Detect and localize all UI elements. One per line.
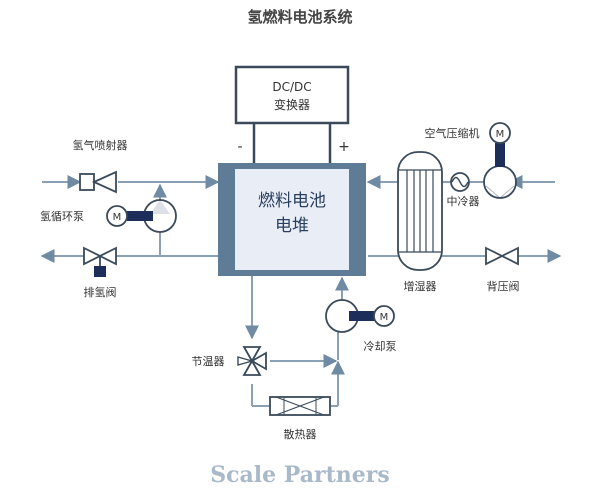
humidifier (397, 151, 443, 271)
coolant-pump: M (325, 299, 395, 333)
recirculation-pump: M (106, 199, 177, 233)
purge-valve-label: 排氢阀 (84, 285, 117, 299)
fuel-cell-stack: 燃料电池 电堆 (218, 163, 366, 276)
intercooler (450, 172, 470, 192)
humidifier-label: 增湿器 (404, 279, 437, 293)
recirc-pump-label: 氢循环泵 (40, 209, 84, 223)
watermark-text: Scale Partners (210, 462, 389, 488)
stack-label-line2: 电堆 (275, 216, 309, 236)
positive-terminal-label: + (338, 139, 350, 155)
negative-terminal-label: - (237, 139, 242, 155)
air-compressor-motor (489, 122, 511, 144)
coolant-motor-letter: M (380, 312, 389, 323)
dcdc-line2: 变换器 (274, 97, 310, 112)
thermostat-label: 节温器 (192, 355, 225, 368)
recirc-pump-motor (106, 205, 128, 227)
intercooler-label: 中冷器 (447, 195, 480, 208)
back-pressure-valve-label: 背压阀 (487, 279, 520, 293)
purge-valve-actuator (94, 266, 106, 277)
purge-valve (83, 246, 117, 277)
dcdc-line1: DC/DC (272, 80, 311, 94)
air-compressor-shaft (495, 143, 505, 167)
stack-label-line1: 燃料电池 (258, 191, 326, 211)
recirc-motor-letter: M (113, 212, 122, 223)
air-compressor-label: 空气压缩机 (425, 126, 480, 140)
thermostat (237, 346, 267, 376)
recirc-pump-shaft (127, 211, 153, 221)
diagram-title: 氢燃料电池系统 (247, 8, 352, 26)
coolant-pump-motor (373, 305, 395, 327)
hydrogen-injector (79, 170, 117, 194)
air-compressor: M (483, 122, 517, 199)
coolant-pump-shaft (349, 311, 375, 321)
radiator-label: 散热器 (284, 427, 317, 441)
air-motor-letter: M (496, 129, 505, 140)
stack-body (233, 167, 351, 272)
dcdc-converter: DC/DC 变换器 - + (234, 65, 350, 168)
radiator (269, 396, 331, 416)
injector-label: 氢气喷射器 (73, 138, 128, 152)
back-pressure-valve (485, 246, 519, 266)
coolant-pump-label: 冷却泵 (364, 340, 397, 353)
